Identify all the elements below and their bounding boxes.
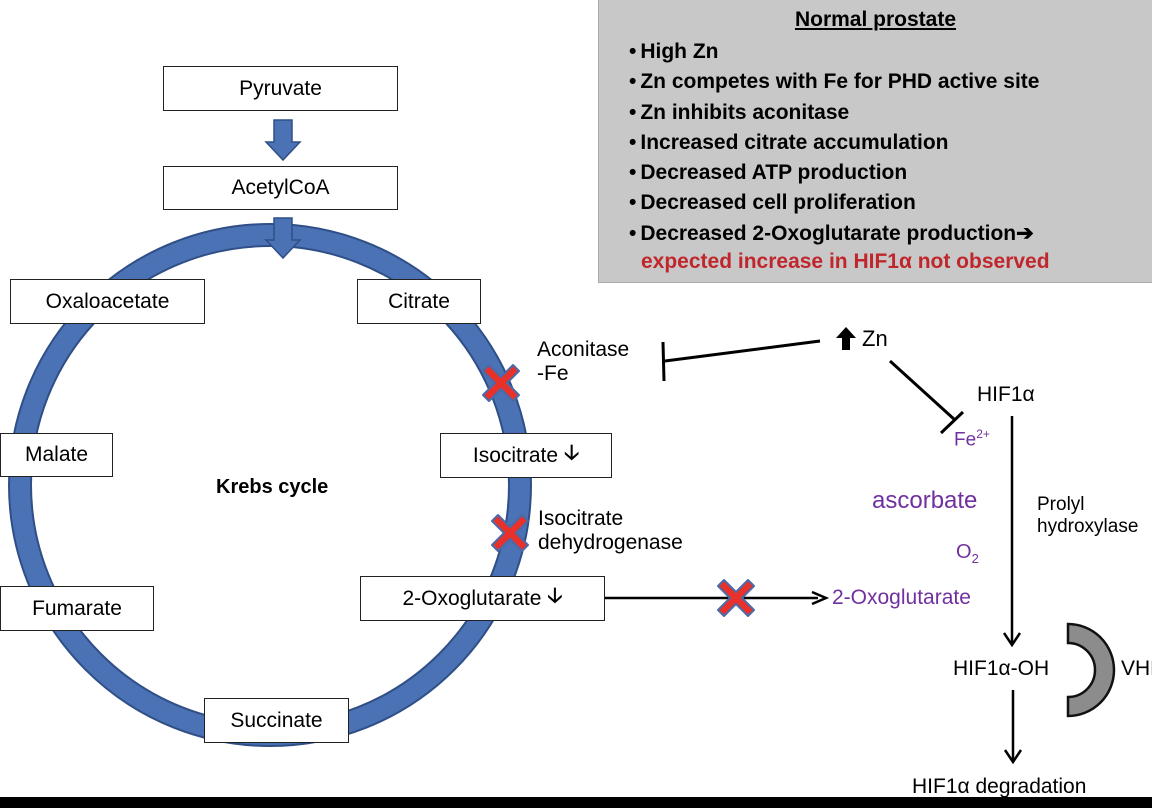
aconitase-block-x-icon [482,364,520,402]
succinate-label: Succinate [230,708,323,732]
pyruvate-box: Pyruvate [163,66,398,111]
acetylcoa-box: AcetylCoA [163,166,398,210]
panel-bullet-list: High Zn Zn competes with Fe for PHD acti… [629,37,1039,249]
bullet-item: Decreased 2-Oxoglutarate production➔ [629,219,1039,249]
bullet-item: High Zn [629,37,1039,67]
prolyl-line1: Prolyl [1037,494,1085,515]
fe-charge: 2+ [976,427,990,441]
bullet-item: Decreased ATP production [629,158,1039,188]
citrate-box: Citrate [357,279,481,324]
zn-label: Zn [862,326,888,351]
degradation-arrow [1003,690,1023,765]
bullet-item: Zn competes with Fe for PHD active site [629,67,1039,97]
bullet-item: Increased citrate accumulation [629,128,1039,158]
prolyl-hydroxylase-label: Prolyl hydroxylase [1037,494,1138,538]
fumarate-box: Fumarate [0,586,154,631]
idh-line2: dehydrogenase [538,531,683,555]
o2-label: O2 [956,541,979,567]
zn-aconitase-inhibition-line [664,339,821,363]
citrate-label: Citrate [388,289,450,313]
bullet-item: Zn inhibits aconitase [629,98,1039,128]
zn-fe-inhibition-line [888,359,957,422]
succinate-box: Succinate [204,698,349,743]
o2-text: O [956,541,972,563]
normal-prostate-panel: Normal prostate High Zn Zn competes with… [598,0,1152,283]
fe2-label: Fe2+ [954,427,990,451]
panel-title: Normal prostate [794,8,957,31]
malate-box: Malate [0,433,113,477]
aconitase-label: Aconitase -Fe [537,338,629,386]
ascorbate-label: ascorbate [872,487,978,514]
vhl-label: VHL [1121,657,1152,680]
panel-note: expected increase in HIF1α not observed [641,250,1050,273]
oxoglutarate-label: 2-Oxoglutarate [402,586,542,610]
oxaloacetate-label: Oxaloacetate [45,289,170,313]
prolyl-line2: hydroxylase [1037,515,1139,537]
malate-label: Malate [24,443,89,466]
isocitrate-box: Isocitrate 🡣 [440,433,612,478]
zn-up-arrow-icon [836,327,856,350]
fe-text: Fe [954,429,977,451]
oxoglutarate-transfer-arrow [604,590,830,606]
oxaloacetate-box: Oxaloacetate [10,279,205,324]
decrease-arrow-icon: 🡣 [564,441,580,464]
transfer-block-x-icon [717,579,755,617]
vhl-shape-icon [1066,622,1116,718]
aconitase-line1: Aconitase [537,338,630,361]
aconitase-line2: -Fe [537,362,569,386]
decrease-arrow-icon: 🡣 [547,584,563,607]
fe-inhibition-bar [939,410,965,435]
oxoglutarate-cofactor-label: 2-Oxoglutarate [832,586,971,609]
pyruvate-label: Pyruvate [239,76,322,100]
acetylcoa-label: AcetylCoA [231,176,330,199]
idh-block-x-icon [491,514,529,552]
aconitase-inhibition-bar [661,341,666,382]
bullet-item: Decreased cell proliferation [629,188,1039,218]
hydroxylation-arrow [1002,416,1022,648]
fumarate-label: Fumarate [32,596,122,620]
hif1a-oh-label: HIF1α-OH [953,657,1050,680]
idh-label: Isocitrate dehydrogenase [538,507,683,555]
pyruvate-to-acetylcoa-arrow [264,119,302,162]
idh-line1: Isocitrate [538,507,624,530]
isocitrate-label: Isocitrate [472,443,559,467]
oxoglutarate-box: 2-Oxoglutarate 🡣 [360,576,605,621]
krebs-cycle-title: Krebs cycle [216,476,329,498]
degradation-label: HIF1α degradation [912,775,1087,798]
bottom-black-bar [0,797,1152,808]
o2-subscript: 2 [971,551,979,566]
acetylcoa-to-cycle-arrow [264,217,302,260]
hif1a-label: HIF1α [977,383,1035,406]
